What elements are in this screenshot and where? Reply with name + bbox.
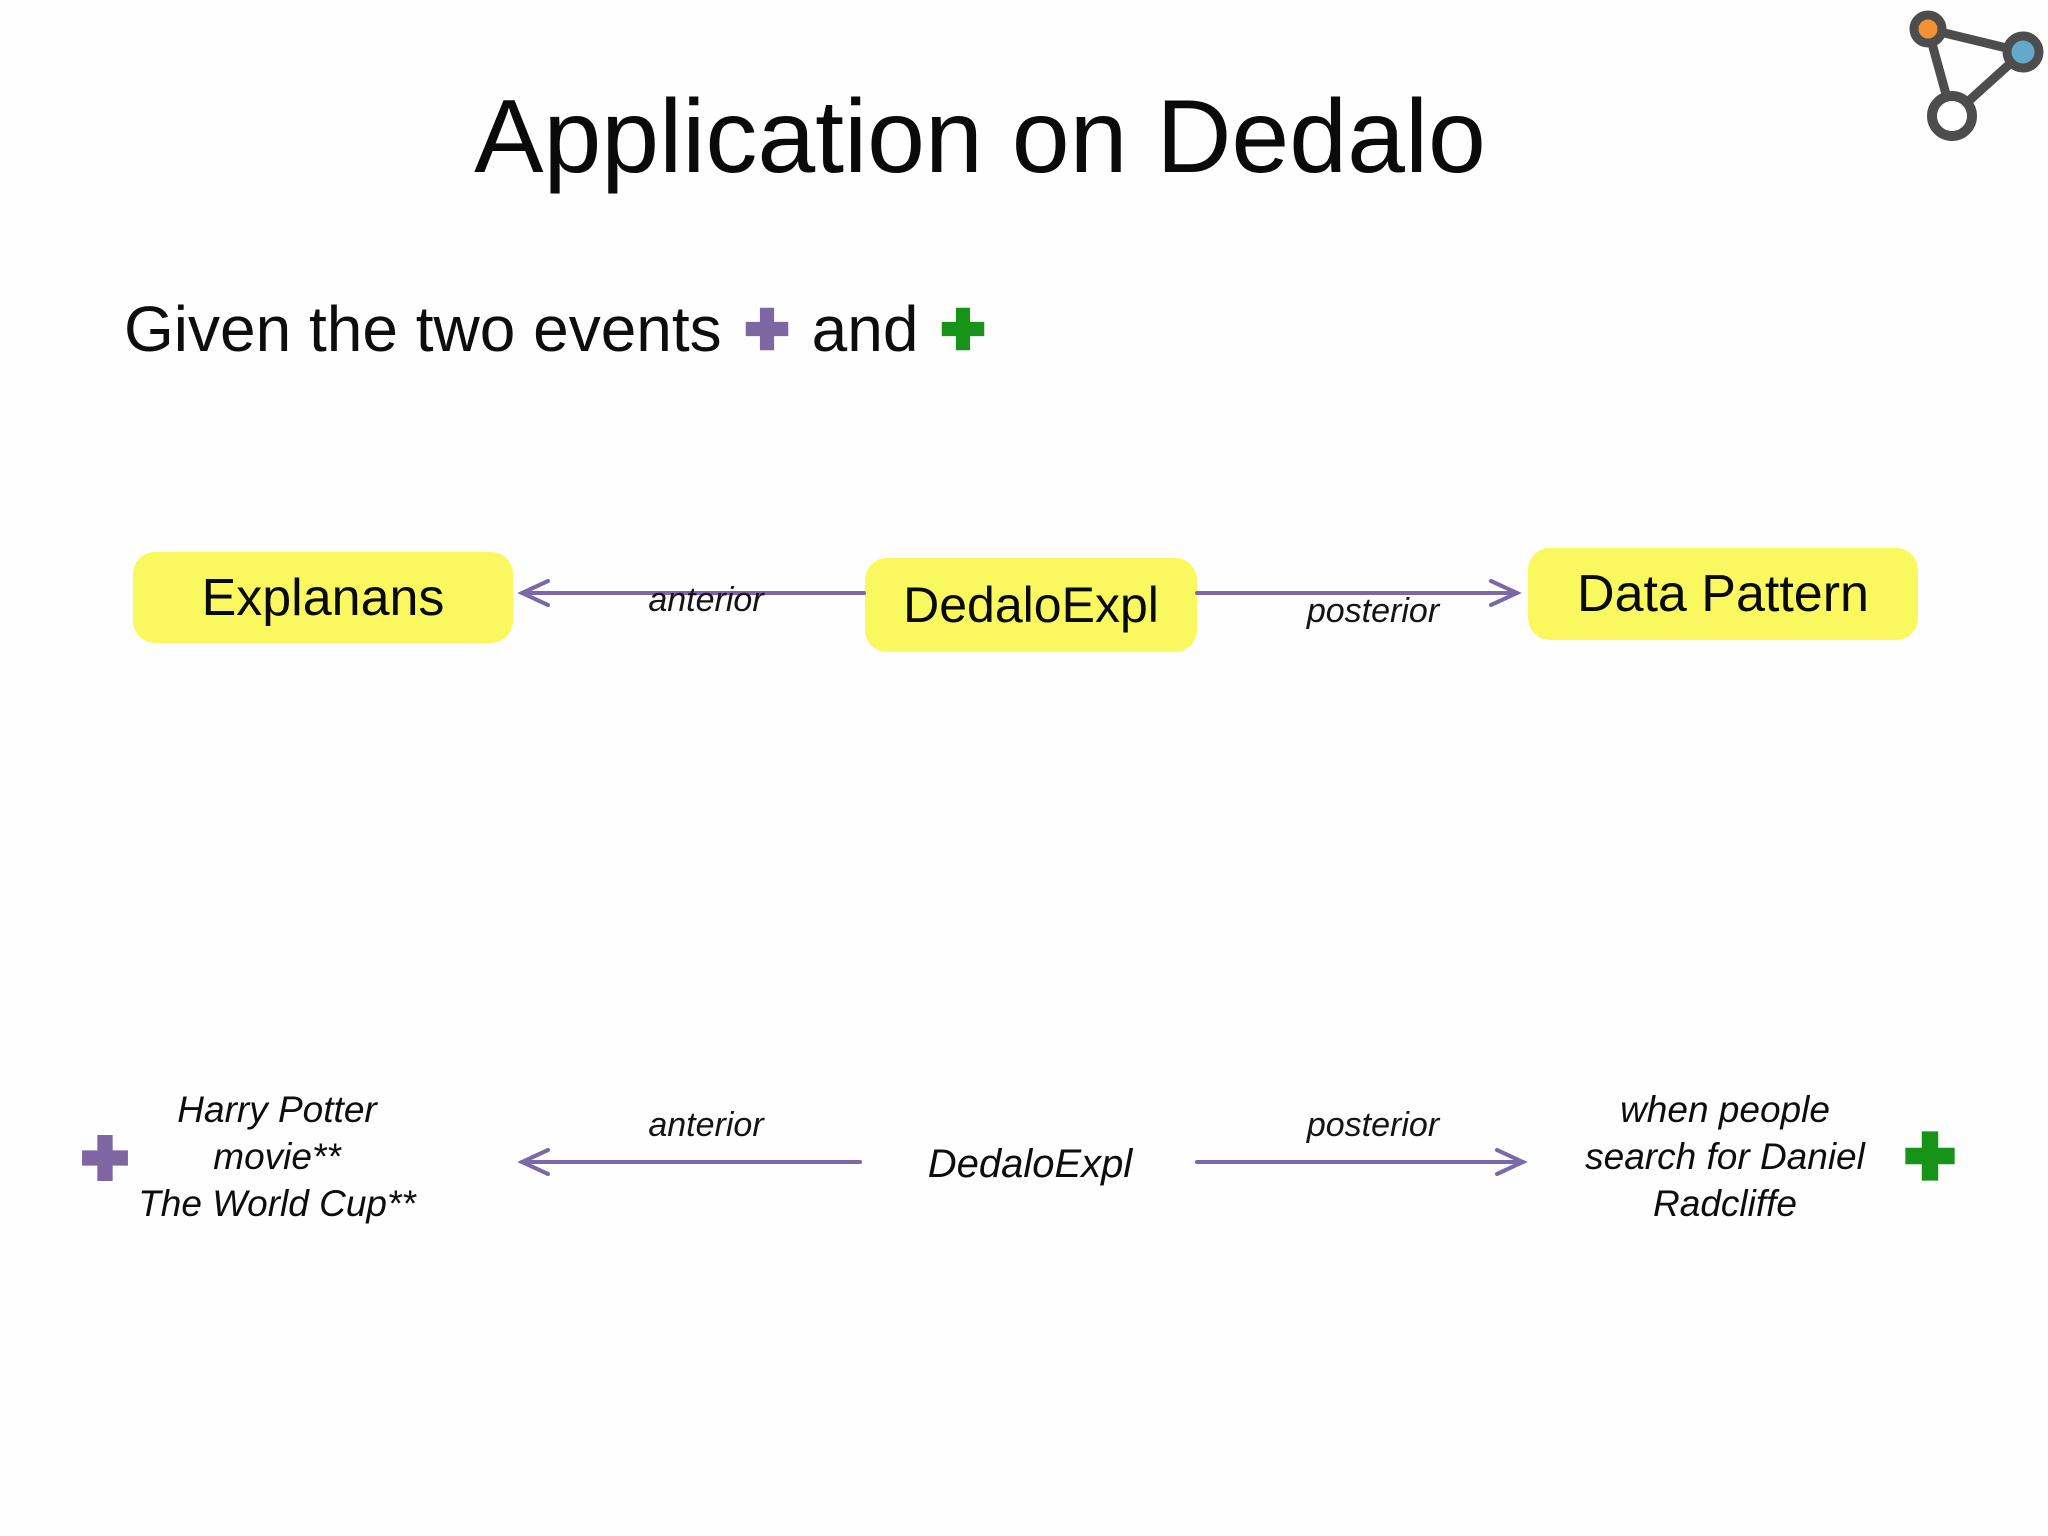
anterior-event-line-1: Harry Potter: [177, 1089, 377, 1130]
posterior-arrow: [1195, 579, 1522, 607]
anterior-arrow: [517, 579, 866, 607]
logo-node-orange: [1909, 10, 1947, 48]
anterior-arrow-example: [517, 1148, 862, 1176]
posterior-event-text: when people search for Daniel Radcliffe: [1560, 1086, 1890, 1227]
posterior-event-line-1: when people: [1620, 1089, 1830, 1130]
anterior-event-plus-icon: [745, 307, 788, 351]
logo-node-blue: [2002, 31, 2044, 73]
anterior-event-line-3: The World Cup**: [138, 1183, 416, 1224]
intro-text: Given the two events: [124, 293, 722, 365]
intro-line: Given the two events and: [124, 294, 988, 364]
posterior-arrow-label: posterior: [1306, 592, 1440, 630]
data-pattern-box: Data Pattern: [1528, 548, 1918, 640]
slide-title: Application on Dedalo: [474, 79, 1486, 195]
explanans-box-label: Explanans: [201, 568, 445, 627]
dedaloexpl-label-example: DedaloExpl: [927, 1142, 1133, 1186]
dedaloexpl-box-label: DedaloExpl: [903, 577, 1159, 633]
posterior-arrow-label-example: posterior: [1306, 1106, 1440, 1144]
dedaloexpl-box: DedaloExpl: [865, 558, 1197, 652]
data-pattern-box-label: Data Pattern: [1577, 565, 1869, 623]
posterior-event-line-3: Radcliffe: [1653, 1183, 1797, 1224]
anterior-event-line-2: movie**: [213, 1136, 341, 1177]
logo-node-white: [1927, 91, 1977, 141]
anterior-arrow-label-example: anterior: [648, 1106, 764, 1144]
explanans-box: Explanans: [133, 552, 513, 643]
anterior-event-text: Harry Potter movie** The World Cup**: [112, 1086, 442, 1227]
posterior-event-line-2: search for Daniel: [1585, 1136, 1865, 1177]
intro-connector: and: [811, 293, 919, 365]
posterior-arrow-example: [1195, 1148, 1528, 1176]
posterior-event-plus-icon-example: [1905, 1131, 1955, 1181]
network-graph-logo-icon: [1909, 10, 2044, 141]
posterior-event-plus-icon: [942, 307, 985, 351]
anterior-event-plus-icon-example: [82, 1135, 128, 1181]
anterior-arrow-label: anterior: [648, 581, 764, 619]
